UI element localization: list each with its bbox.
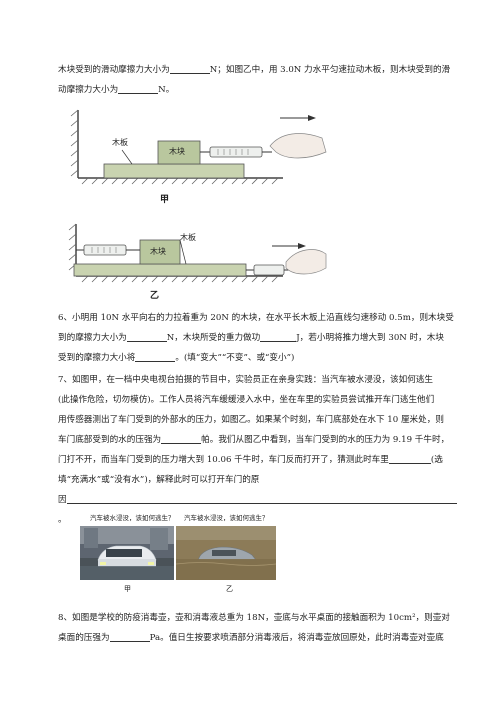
- board-label: 木板: [180, 233, 196, 242]
- figure-yi: 木板 木块 乙: [68, 222, 328, 302]
- q6-text: 6、小明用 10N 水平向右的力拉着重为 20N 的木块，在水平长木板上沿直线匀…: [58, 308, 470, 368]
- q7-blank-3[interactable]: [66, 491, 457, 504]
- q7-line2: (此操作危险，切勿模仿)。工作人员将汽车缓缓浸入水中，坐在车里的实验员尝试推开车…: [58, 395, 435, 405]
- q6-line3-pre: 受到的摩擦力大小将: [58, 353, 136, 363]
- q7-line5-post: (选: [430, 455, 443, 465]
- q5-line2-pre: 动摩擦力大小为: [58, 85, 119, 95]
- q5-line2-post: N。: [158, 85, 175, 95]
- q7-line7-pre: 因: [58, 495, 67, 505]
- q7-line3: 用传感器测出了车门受到的外部水的压力，如图乙。如果某个时刻，车门底部处在水下 1…: [58, 415, 444, 425]
- q6-line1: 6、小明用 10N 水平向右的力拉着重为 20N 的木块，在水平长木板上沿直线匀…: [58, 313, 454, 323]
- q5-line1-mid: N；如图乙中，用 3.0N 力水平匀速拉动木板，则木块受到的滑: [209, 65, 451, 75]
- q7-line4-pre: 车门底部受到的水的压强为: [58, 435, 162, 445]
- block-label: 木块: [169, 147, 185, 156]
- q7-line1: 7、如图甲，在一档中央电视台拍摄的节目中，实验员正在亲身实践：当汽车被水浸没，该…: [58, 375, 434, 385]
- q8-blank-1[interactable]: [109, 629, 150, 642]
- arrow-icon: [308, 115, 316, 121]
- photo-right-caption: 汽车被水浸没，该如何逃生？: [184, 515, 269, 522]
- photo-figure: 汽车被水浸没，该如何逃生？ 汽车被水浸没，该如何逃生？ 甲 乙: [80, 512, 280, 593]
- q6-line3-post: 。(填“变大”“不变”、或“变小”): [175, 353, 295, 363]
- q6-line2-post: J，若小明将推力增大到 30N 时，木块: [296, 333, 444, 343]
- photo-left-caption: 汽车被水浸没，该如何逃生？: [90, 515, 175, 522]
- q5-line1-pre: 木块受到的滑动摩擦力大小为: [58, 65, 170, 75]
- figure-yi-caption: 乙: [150, 290, 160, 300]
- figure-jia-caption: 甲: [160, 194, 170, 204]
- figure-jia: 木板 木块 甲: [68, 108, 328, 208]
- photo-right-label: 乙: [226, 586, 233, 593]
- q6-line2-mid: N，木块所受的重力做功: [166, 333, 261, 343]
- figure-yi-svg: [68, 223, 327, 283]
- board-label: 木板: [112, 138, 128, 147]
- arrow-icon: [298, 243, 306, 249]
- q7-blank-1[interactable]: [161, 431, 202, 444]
- photo-left: [80, 526, 174, 580]
- q7-line8: 。: [58, 515, 67, 525]
- q6-blank-3[interactable]: [135, 349, 176, 362]
- q6-blank-2[interactable]: [260, 329, 297, 342]
- q7-line4-post: 帕。我们从图乙中看到，当车门受到的水的压力为 9.19 千牛时，: [201, 435, 450, 445]
- q7-text: 7、如图甲，在一档中央电视台拍摄的节目中，实验员正在亲身实践：当汽车被水浸没，该…: [58, 370, 470, 530]
- photo-right: [176, 526, 276, 580]
- q7-line5-pre: 门打不开，而当车门受到的压力增大到 10.06 千牛时，车门反而打开了，猜测此时…: [58, 455, 389, 465]
- q6-blank-1[interactable]: [126, 329, 167, 342]
- q8-line1: 8、如图是学校的防疫消毒壶，壶和消毒液总重为 18N，壶底与水平桌面的接触面积为…: [58, 613, 450, 623]
- block-label: 木块: [150, 247, 166, 256]
- q7-blank-2[interactable]: [388, 451, 431, 464]
- q5-blank-1[interactable]: [169, 61, 210, 74]
- q6-line2-pre: 到的摩擦力大小为: [58, 333, 127, 343]
- q5-text: 木块受到的滑动摩擦力大小为 N；如图乙中，用 3.0N 力水平匀速拉动木板，则木块…: [58, 60, 470, 100]
- photo-left-label: 甲: [124, 586, 131, 593]
- q8-text: 8、如图是学校的防疫消毒壶，壶和消毒液总重为 18N，壶底与水平桌面的接触面积为…: [58, 608, 470, 648]
- q8-line2-post: Pa。值日生按要求喷洒部分消毒液后，将消毒壶放回原处，此时消毒壶对壶底: [149, 633, 444, 643]
- hand: [269, 133, 327, 159]
- q7-line6: 填“充满水”或“没有水”)，解释此时可以打开车门的原: [58, 475, 260, 485]
- figure-jia-svg: [70, 109, 327, 185]
- q8-line2-pre: 桌面的压强为: [58, 633, 110, 643]
- ground-hatch: [81, 177, 279, 185]
- q5-blank-2[interactable]: [118, 81, 159, 94]
- board: [103, 163, 245, 179]
